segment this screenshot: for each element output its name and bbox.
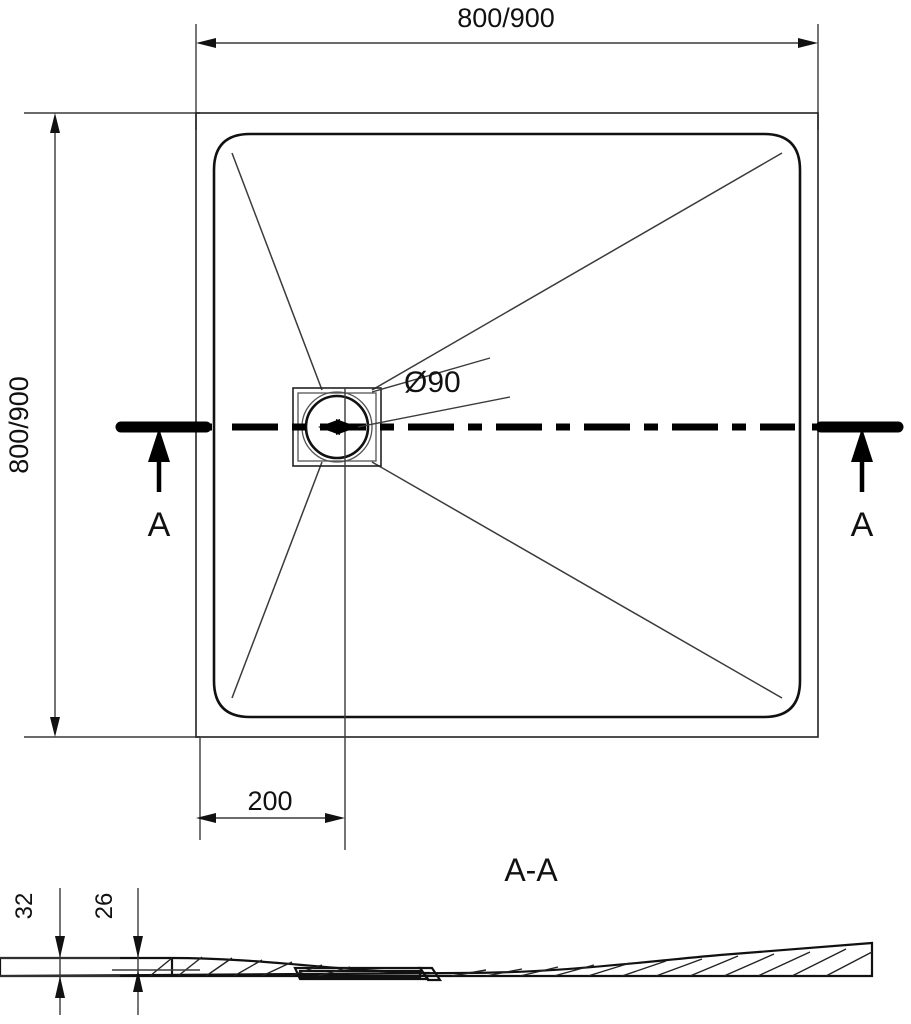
- inner-thickness-label: 26: [91, 893, 118, 920]
- section-marker-right: A: [815, 421, 904, 544]
- height-dimension-line: [50, 113, 60, 737]
- section-drain-recess: [293, 966, 443, 982]
- section-profile: [0, 941, 874, 978]
- tray-inner-profile: [212, 132, 802, 719]
- drain-offset-label: 200: [247, 786, 292, 816]
- left-dimension-extension-lines: [24, 112, 200, 738]
- section-hatching-right: [451, 948, 873, 977]
- height-dimension-label: 800/900: [4, 376, 34, 474]
- section-hatching-left: [149, 956, 351, 977]
- plan-view: Ø90 800/900 800/900 A A: [4, 3, 904, 850]
- drain-offset-dimension: 200: [196, 737, 345, 840]
- overall-thickness-label: 32: [11, 893, 38, 920]
- section-view: A-A: [0, 852, 874, 1015]
- top-dimension-extension-lines: [195, 24, 819, 130]
- width-dimension-line: [196, 38, 818, 48]
- width-dimension-label: 800/900: [457, 3, 555, 33]
- section-marker-left-label: A: [148, 506, 171, 544]
- section-marker-left: A: [115, 421, 212, 544]
- overall-thickness-dimension: 32: [0, 888, 120, 1015]
- section-title: A-A: [504, 852, 558, 888]
- diameter-leader-lines: [318, 357, 511, 435]
- drain-slope-lines: [231, 152, 783, 699]
- drain-diameter-label: Ø90: [404, 366, 461, 399]
- section-marker-right-label: A: [851, 506, 874, 544]
- inner-thickness-dimension: 26: [91, 888, 200, 1015]
